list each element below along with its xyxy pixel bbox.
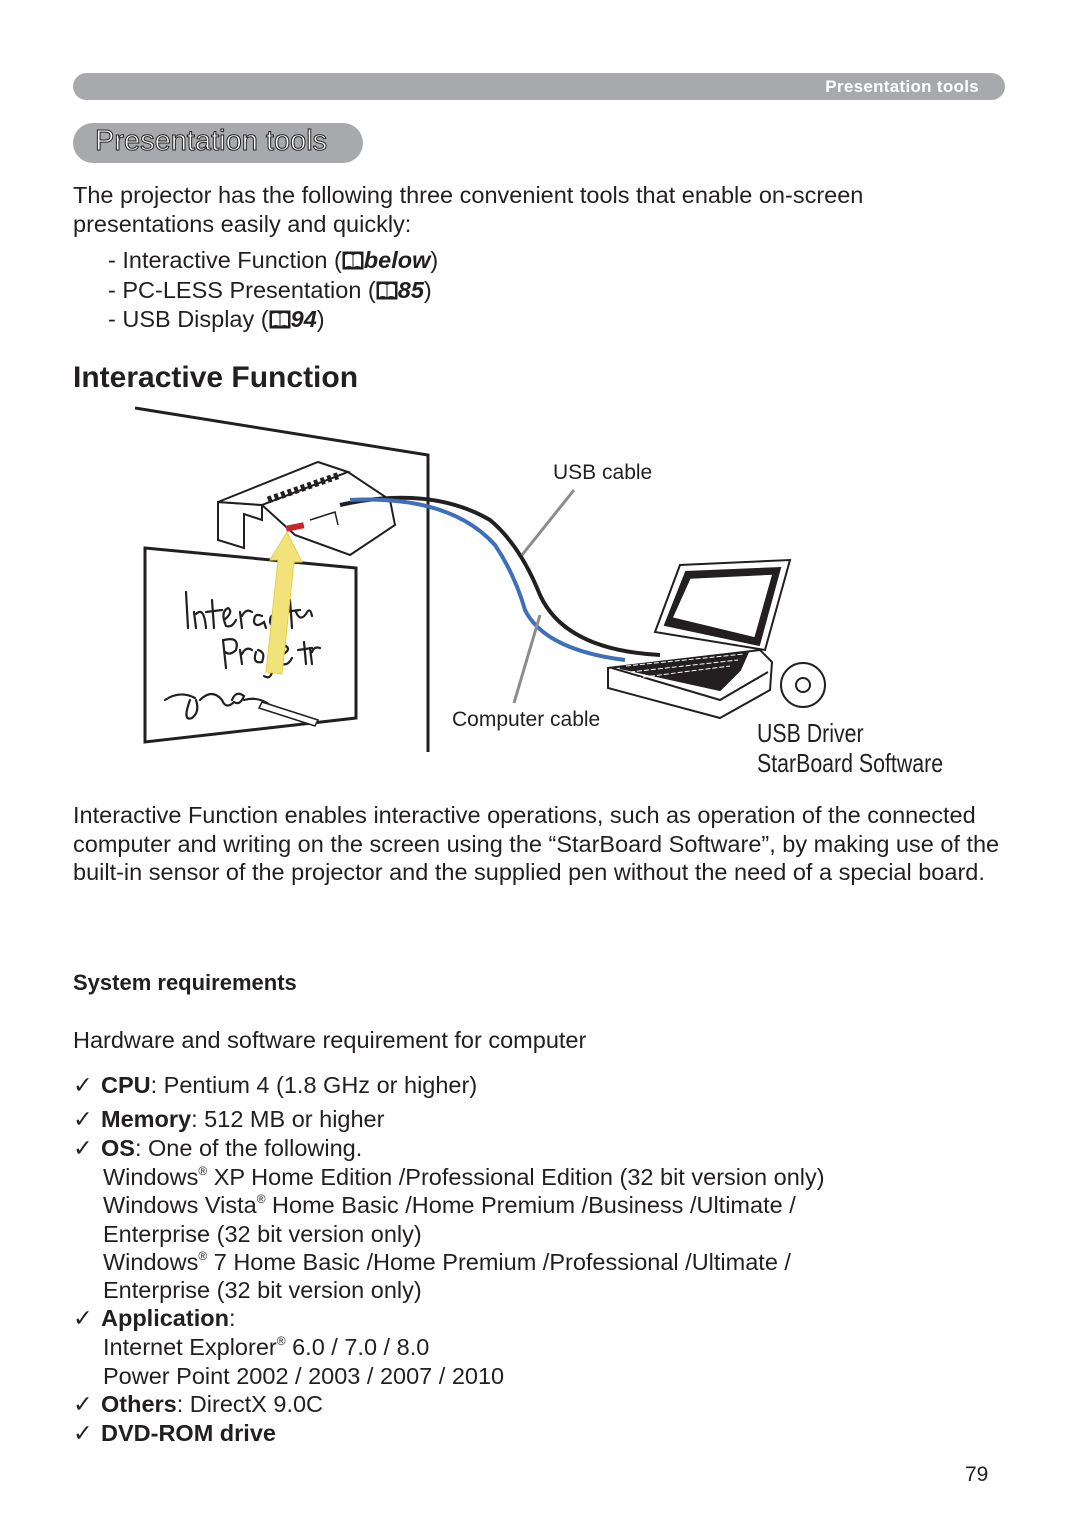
requirements-intro: Hardware and software requirement for co…	[73, 1027, 587, 1053]
req-cpu: ✓CPU: Pentium 4 (1.8 GHz or higher)	[73, 1072, 478, 1098]
section-title-pill: Presentation tools	[73, 123, 363, 163]
interactive-function-heading: Interactive Function	[73, 361, 359, 394]
system-requirements-heading: System requirements	[73, 970, 297, 995]
header-bar: Presentation tools	[73, 73, 1005, 100]
tool-item-interactive: - Interactive Function (below)	[108, 247, 439, 273]
whiteboard	[143, 546, 358, 744]
book-reference-icon	[342, 251, 364, 270]
req-application: ✓Application:	[73, 1305, 236, 1332]
starboard-label: StarBoard Software	[757, 748, 944, 778]
check-icon: ✓	[73, 1391, 93, 1418]
req-others: ✓Others: DirectX 9.0C	[73, 1391, 324, 1418]
tool-item-pc-less: - PC-LESS Presentation (85)	[108, 276, 432, 303]
usb-driver-label: USB Driver	[757, 718, 864, 748]
os-xp: Windows® XP Home Edition /Professional E…	[103, 1164, 825, 1190]
check-icon: ✓	[73, 1135, 93, 1161]
check-icon: ✓	[73, 1420, 93, 1447]
page-ref-link[interactable]: 85	[397, 276, 424, 303]
interactive-function-diagram	[134, 406, 826, 752]
page-ref-link[interactable]: below	[363, 247, 431, 273]
computer-cable-label: Computer cable	[452, 708, 601, 731]
header-label: Presentation tools	[825, 77, 979, 96]
check-icon: ✓	[73, 1305, 93, 1332]
req-memory: ✓Memory: 512 MB or higher	[73, 1106, 385, 1132]
book-reference-icon	[376, 281, 398, 299]
intro-paragraph: The projector has the following three co…	[73, 182, 864, 237]
wall-outline	[134, 406, 430, 752]
projector-illustration	[217, 460, 397, 557]
laptop-illustration	[607, 558, 792, 720]
check-icon: ✓	[73, 1072, 93, 1098]
os-options: Windows® XP Home Edition /Professional E…	[73, 1163, 825, 1304]
application-options: Internet Explorer® 6.0 / 7.0 / 8.0 Power…	[73, 1333, 825, 1390]
tools-list: - Interactive Function (below) - PC-LESS…	[108, 246, 438, 335]
book-reference-icon	[269, 310, 291, 329]
requirements-list: ✓CPU: Pentium 4 (1.8 GHz or higher) ✓Mem…	[73, 1071, 825, 1448]
sensor-arrow	[265, 530, 303, 675]
page-number: 79	[965, 1463, 989, 1486]
req-os: ✓OS: One of the following.	[73, 1135, 363, 1161]
page-ref-link[interactable]: 94	[290, 306, 317, 332]
tool-item-usb-display: - USB Display (94)	[108, 306, 325, 332]
os-vista-enterprise: Enterprise (32 bit version only)	[103, 1220, 422, 1247]
app-powerpoint: Power Point 2002 / 2003 / 2007 / 2010	[103, 1362, 505, 1389]
req-dvd: ✓DVD-ROM drive	[73, 1420, 276, 1447]
usb-cable-line	[339, 495, 661, 657]
section-title: Presentation tools	[94, 125, 328, 158]
pen	[257, 701, 320, 727]
os-win7: Windows® 7 Home Basic /Home Premium /Pro…	[103, 1248, 791, 1275]
usb-cable-label: USB cable	[553, 461, 653, 484]
os-vista: Windows Vista® Home Basic /Home Premium …	[103, 1192, 796, 1219]
interactive-description: Interactive Function enables interactive…	[73, 802, 1000, 885]
computer-cable-line	[349, 497, 626, 662]
os-win7-enterprise: Enterprise (32 bit version only)	[103, 1277, 422, 1304]
app-ie: Internet Explorer® 6.0 / 7.0 / 8.0	[103, 1334, 430, 1361]
check-icon: ✓	[73, 1106, 93, 1132]
